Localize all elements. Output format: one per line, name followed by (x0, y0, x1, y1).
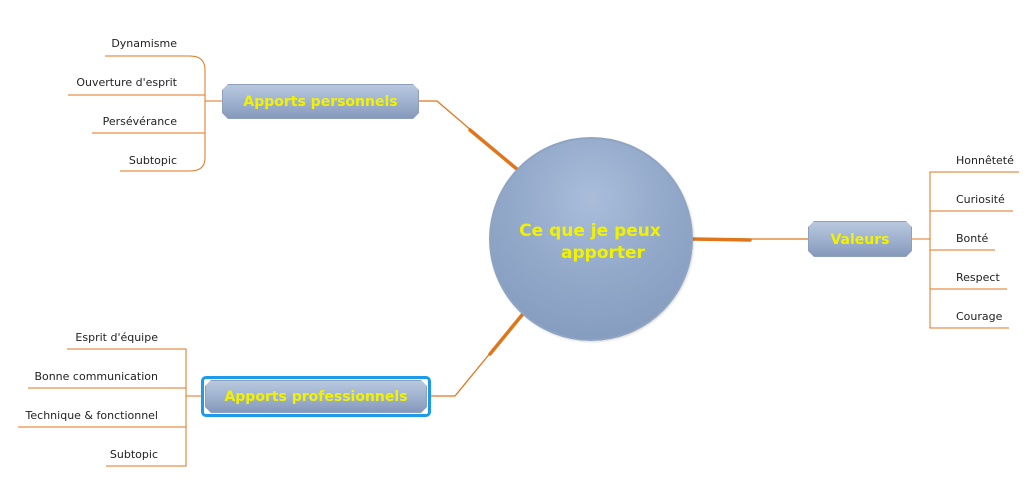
central-topic-label: Ce que je peux apporter (491, 220, 695, 264)
subtopic-courage[interactable]: Courage (956, 310, 1003, 323)
link-professionnels-thick (488, 313, 524, 356)
topic-valeurs[interactable]: Valeurs (808, 221, 912, 257)
subtopic-technique-fonctionnel[interactable]: Technique & fonctionnel (25, 409, 158, 422)
subtopic-professionnels-subtopic[interactable]: Subtopic (109, 448, 158, 461)
subtopic-lines-professionnels (18, 348, 203, 467)
link-professionnels (430, 312, 524, 397)
subtopic-perseverance[interactable]: Persévérance (102, 115, 177, 128)
subtopic-lines-valeurs (912, 171, 1019, 329)
topic-apports-professionnels-label: Apports professionnels (224, 389, 408, 405)
subtopic-personnels-subtopic[interactable]: Subtopic (128, 154, 177, 167)
subtopic-curiosite[interactable]: Curiosité (956, 193, 1005, 206)
link-valeurs-thick (691, 237, 752, 242)
central-topic-line2: apporter (561, 243, 645, 263)
subtopic-bonte[interactable]: Bonté (956, 232, 989, 245)
subtopic-honnetete[interactable]: Honnêteté (956, 154, 1014, 167)
subtopic-esprit-d-equipe[interactable]: Esprit d'équipe (75, 331, 158, 344)
topic-valeurs-label: Valeurs (830, 232, 890, 248)
central-topic-line1: Ce que je peux (519, 221, 661, 241)
subtopic-bonne-communication[interactable]: Bonne communication (34, 370, 158, 383)
subtopic-dynamisme[interactable]: Dynamisme (111, 37, 177, 50)
link-personnels (419, 100, 521, 173)
link-personnels-thick (468, 128, 520, 172)
subtopic-lines-personnels (68, 55, 222, 172)
subtopic-ouverture-d-esprit[interactable]: Ouverture d'esprit (76, 76, 177, 89)
subtopic-respect[interactable]: Respect (956, 271, 1000, 284)
central-topic[interactable]: Ce que je peux apporter (489, 137, 693, 341)
topic-apports-personnels-label: Apports personnels (243, 94, 398, 110)
topic-apports-personnels[interactable]: Apports personnels (222, 84, 419, 119)
topic-apports-professionnels[interactable]: Apports professionnels (205, 380, 427, 413)
